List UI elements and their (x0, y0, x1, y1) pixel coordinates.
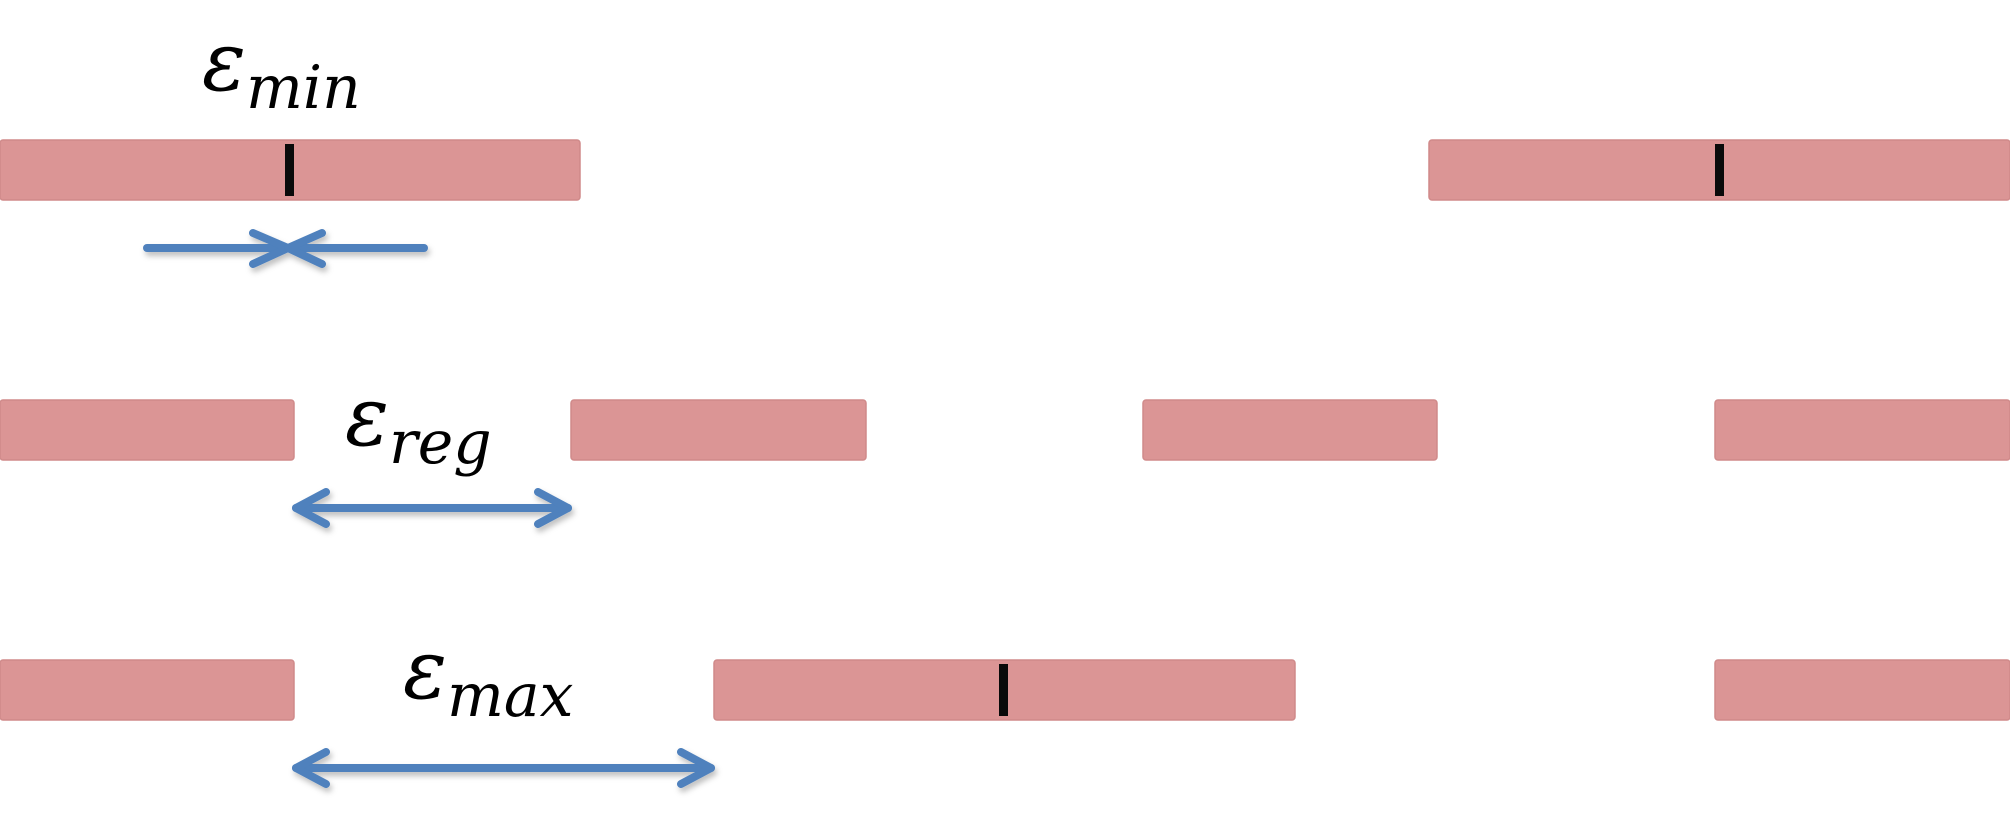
epsilon-subscript: min (246, 53, 361, 123)
segment-center-tick (285, 144, 294, 196)
epsilon-subscript: max (447, 661, 574, 731)
row-max: εmax (0, 623, 2010, 788)
arrow-right-head (284, 229, 326, 268)
epsilon-symbol: ε (403, 623, 447, 718)
segment-bar (0, 659, 295, 721)
row-min: εmin (0, 15, 2010, 268)
epsilon-subscript: reg (389, 408, 492, 478)
segment-bar (1714, 659, 2010, 721)
gap-double-arrow (292, 748, 715, 788)
segment-bar (1714, 399, 2010, 461)
arrow-head-right (677, 748, 715, 788)
gap-double-arrow (292, 488, 572, 528)
epsilon-reg-label: εreg (345, 370, 492, 478)
arrow-head-right (534, 488, 572, 528)
arrow-head-left (292, 488, 330, 528)
converging-arrows (143, 229, 428, 268)
arrow-head-left (292, 748, 330, 788)
segment-bar (570, 399, 867, 461)
row-reg: εreg (0, 370, 2010, 528)
epsilon-max-label: εmax (403, 623, 574, 731)
epsilon-min-label: εmin (202, 15, 361, 123)
segment-center-tick (999, 664, 1008, 716)
epsilon-symbol: ε (345, 370, 389, 465)
segment-bar (1142, 399, 1438, 461)
segment-center-tick (1715, 144, 1724, 196)
segment-bar (0, 399, 295, 461)
epsilon-symbol: ε (202, 15, 246, 110)
